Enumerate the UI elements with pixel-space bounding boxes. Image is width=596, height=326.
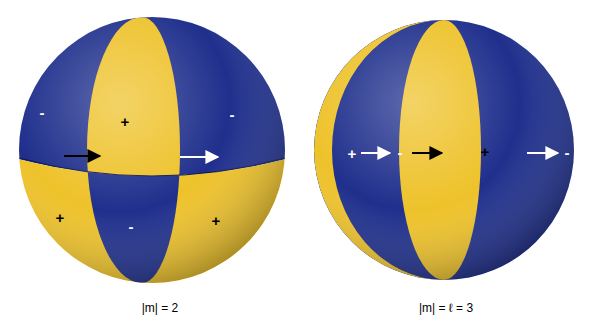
right-sphere	[310, 15, 580, 285]
sign-label: +	[56, 210, 65, 225]
black-arrow	[412, 152, 442, 154]
white-arrow	[361, 152, 390, 154]
sign-label: -	[129, 219, 134, 234]
sign-label: -	[398, 145, 403, 160]
sign-label: -	[565, 145, 570, 160]
white-arrow	[527, 152, 558, 154]
sign-label: +	[212, 213, 221, 228]
sign-label: +	[481, 144, 490, 159]
black-arrow	[64, 155, 100, 157]
white-arrow	[180, 156, 218, 158]
caption-label: |m| = ℓ = 3	[419, 302, 473, 314]
caption-label: |m| = 2	[142, 302, 179, 314]
sign-label: -	[230, 107, 235, 122]
sign-label: +	[348, 146, 357, 161]
left-sphere	[14, 10, 294, 290]
sign-label: -	[40, 105, 45, 120]
sign-label: +	[121, 114, 130, 129]
